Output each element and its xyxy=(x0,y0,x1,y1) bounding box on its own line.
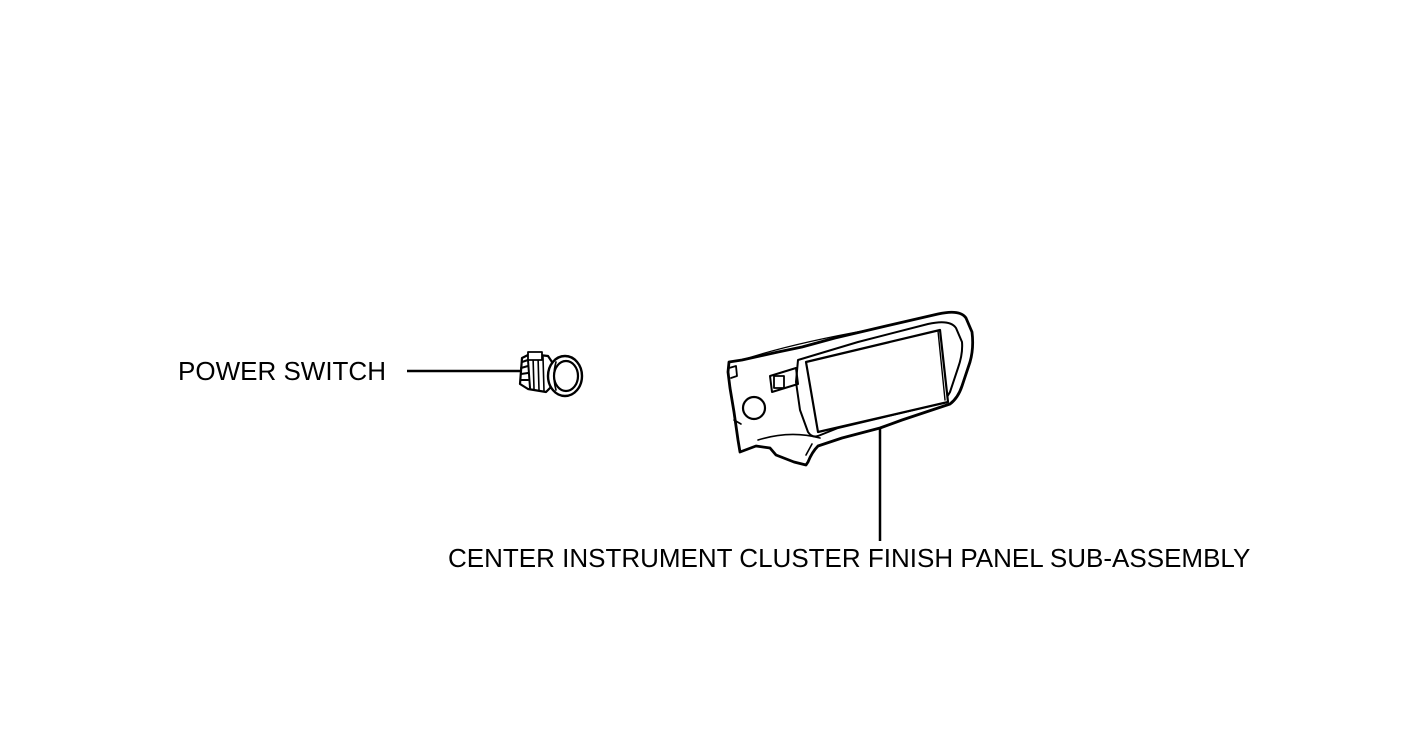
power-switch-icon xyxy=(518,351,584,398)
finish-panel-label: CENTER INSTRUMENT CLUSTER FINISH PANEL S… xyxy=(448,543,1251,573)
finish-panel-icon xyxy=(726,310,975,467)
power-switch-label: POWER SWITCH xyxy=(178,356,386,386)
